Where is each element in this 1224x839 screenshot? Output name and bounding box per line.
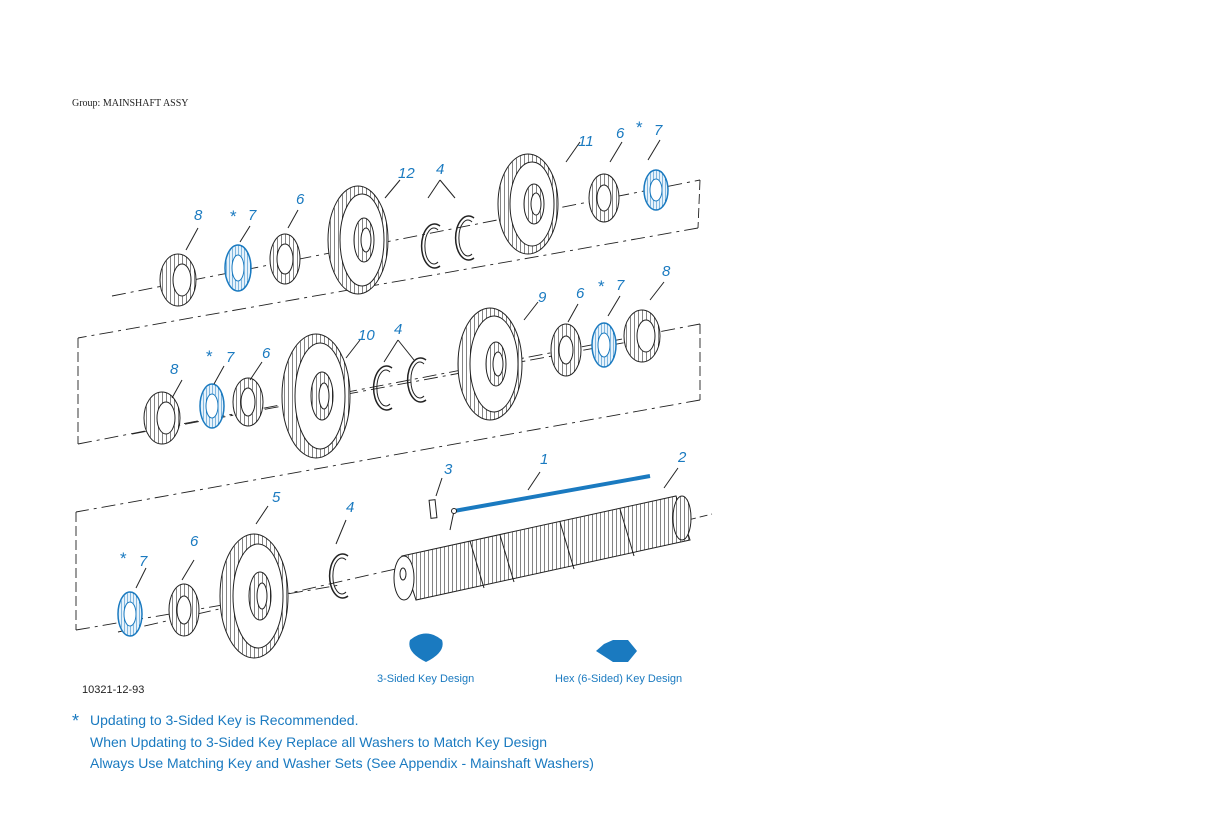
notes-asterisk: * (72, 711, 80, 731)
tabbed-washer-7-row1 (224, 244, 252, 292)
splined-washer-6-row2 (232, 377, 264, 427)
tabbed-washer-7-row2 (199, 383, 225, 429)
update-notes: * Updating to 3-Sided Key is Recommended.… (72, 710, 594, 774)
snap-ring-4b-row2 (406, 357, 427, 403)
gear-5 (219, 533, 289, 659)
callout-3: 3 (444, 461, 453, 478)
note-line-3: Always Use Matching Key and Washer Sets … (90, 755, 594, 771)
callout-8b-row2: 8 (662, 263, 671, 280)
callout-6b-row1: 6 (616, 125, 625, 142)
callout-8-row1: 8 (194, 207, 203, 224)
callout-8-row2: 8 (170, 361, 179, 378)
callout-12: 12 (398, 165, 415, 182)
callout-2: 2 (677, 449, 687, 466)
star-mark-7-row1: * (230, 207, 237, 226)
sliding-clutch-gear-8-row1 (159, 253, 197, 307)
note-line-2: When Updating to 3-Sided Key Replace all… (90, 734, 548, 750)
snap-ring-4a-row1 (420, 223, 441, 269)
callout-1: 1 (540, 451, 548, 468)
gear-12 (327, 185, 389, 295)
callout-4-row2: 4 (394, 321, 402, 338)
snap-ring-4-row3 (328, 553, 349, 599)
row3-assembly (75, 467, 713, 659)
note-line-1: Updating to 3-Sided Key is Recommended. (90, 712, 359, 728)
callout-7-row3: 7 (139, 553, 148, 570)
callout-4-row1: 4 (436, 161, 444, 178)
hex-key-label: Hex (6-Sided) Key Design (555, 673, 682, 685)
callout-11: 11 (578, 133, 594, 150)
row1-assembly (77, 139, 701, 339)
tabbed-washer-7-row3 (117, 591, 143, 637)
tabbed-washer-7b-row1 (643, 169, 669, 211)
gear-10 (281, 333, 351, 459)
star-mark-7b-row1: * (636, 118, 643, 137)
mainshaft-2 (393, 495, 692, 601)
star-mark-7b-row2: * (598, 277, 605, 296)
splined-washer-6b-row1 (588, 173, 620, 223)
callout-6-row1: 6 (296, 191, 305, 208)
star-mark-7-row3: * (120, 549, 127, 568)
callout-4-row3: 4 (346, 499, 354, 516)
callout-7b-row2: 7 (616, 277, 625, 294)
splined-washer-6b-row2 (550, 323, 582, 377)
callout-9: 9 (538, 289, 547, 306)
key-pin-3 (428, 499, 438, 519)
snap-ring-4a-row2 (372, 365, 393, 411)
gear-11 (497, 153, 559, 255)
key-1 (453, 474, 651, 513)
callout-10: 10 (358, 327, 375, 344)
group-title: Group: MAINSHAFT ASSY (72, 98, 189, 109)
sliding-clutch-gear-8-row2 (143, 391, 181, 445)
star-mark-7-row2: * (206, 347, 213, 366)
callout-6-row3: 6 (190, 533, 199, 550)
callout-7-row1: 7 (248, 207, 257, 224)
callout-6b-row2: 6 (576, 285, 585, 302)
callout-6-row2: 6 (262, 345, 271, 362)
three-sided-key-shape (409, 633, 443, 662)
callout-7b-row1: 7 (654, 122, 663, 139)
snap-ring-4b-row1 (454, 215, 475, 261)
gear-9 (457, 307, 523, 421)
hex-key-shape (596, 640, 637, 662)
three-sided-key-label: 3-Sided Key Design (377, 673, 474, 685)
sliding-clutch-gear-8b-row2 (623, 309, 661, 363)
tabbed-washer-7b-row2 (591, 322, 617, 368)
splined-washer-6-row3 (168, 583, 200, 637)
splined-washer-6-row1 (269, 233, 301, 285)
row2-assembly (75, 281, 701, 513)
callout-5: 5 (272, 489, 281, 506)
callout-7-row2: 7 (226, 349, 235, 366)
figure-number: 10321-12-93 (82, 684, 144, 696)
